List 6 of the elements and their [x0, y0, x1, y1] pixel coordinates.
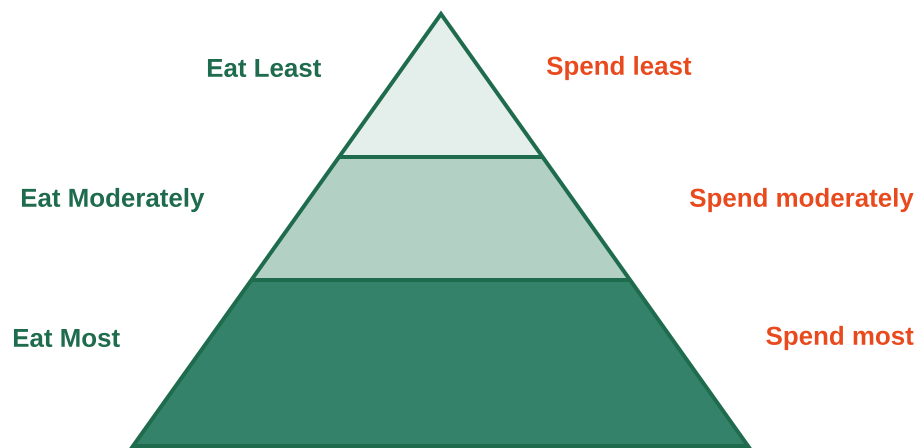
pyramid-label: Spend most	[766, 326, 914, 350]
pyramid-label: Eat Moderately	[22, 188, 204, 212]
pyramid-label: Spend moderately	[690, 188, 914, 212]
pyramid-label: Eat Most	[14, 328, 120, 348]
pyramid-label: Spend least	[546, 56, 692, 80]
pyramid-label: Eat Least	[208, 58, 322, 78]
